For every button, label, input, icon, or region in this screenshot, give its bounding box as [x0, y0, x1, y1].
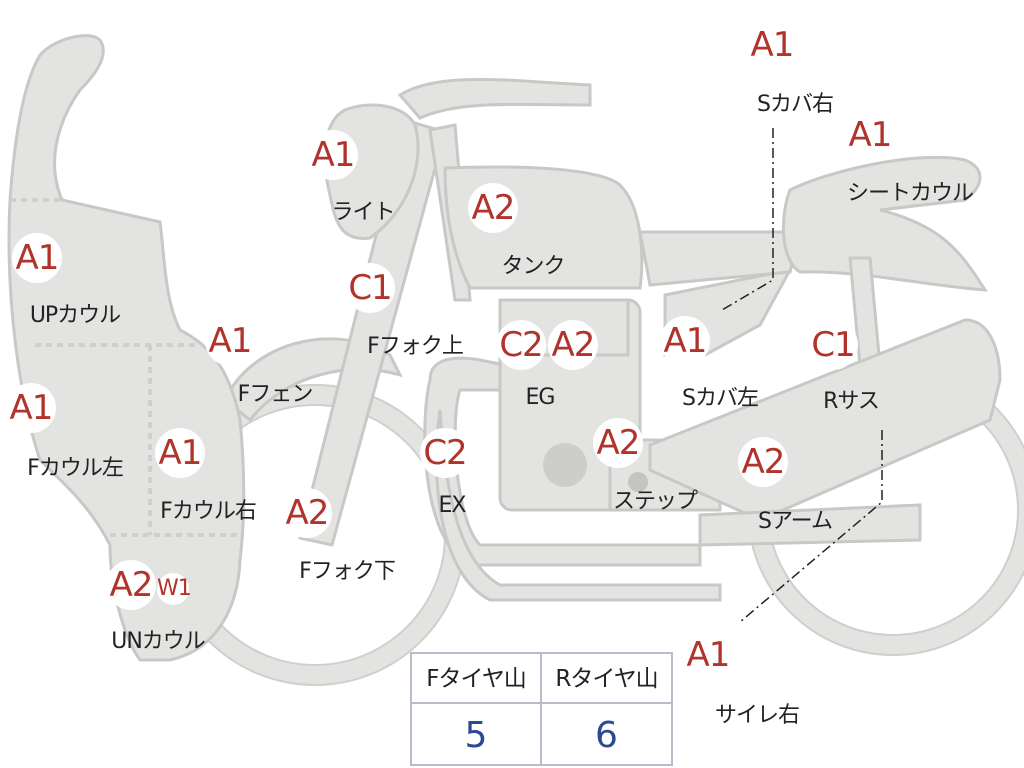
label-f-fork-upper: Fフォク上 [367, 334, 464, 359]
grade-badge-engine-1: C2 [496, 320, 546, 370]
grade-badge-f-cowl-right: A1 [155, 428, 205, 478]
grade-badge-f-fork-upper: C1 [345, 263, 395, 313]
grade-badge-f-cowl-left: A1 [6, 383, 56, 433]
label-seat-cowl: シートカウル [846, 181, 974, 206]
grade-badge-seat-cowl: A1 [845, 110, 895, 160]
value-rear-tire-tread: 6 [595, 715, 618, 756]
grade-badge-step: A2 [593, 418, 643, 468]
tire-tread-table: Fタイヤ山 Rタイヤ山 5 6 [410, 652, 673, 766]
grade-badge-s-cover-right: A1 [747, 20, 797, 70]
grade-badge-s-cover-left: A1 [660, 316, 710, 366]
label-s-arm: Sアーム [758, 509, 833, 534]
grade-badge-up-cowl: A1 [12, 233, 62, 283]
seat-cowl-shape [781, 155, 988, 292]
label-tank: タンク [501, 254, 565, 279]
swing-arm-shape [648, 318, 1002, 522]
header-front-tire-tread: Fタイヤ山 [412, 654, 542, 704]
label-exhaust: EX [438, 493, 467, 518]
seat-rail-shape [638, 230, 802, 287]
label-f-fork-lower: Fフォク下 [299, 559, 396, 584]
grade-badge-f-fender: A1 [205, 316, 255, 366]
label-silencer-right: サイレ右 [714, 703, 800, 728]
grade-badge-r-suspension: C1 [808, 320, 858, 370]
swing-arm-lower-shape [698, 503, 922, 547]
grade-badge-silencer-right: A1 [683, 630, 733, 680]
label-s-cover-right: Sカバ右 [757, 92, 834, 117]
label-s-cover-left: Sカバ左 [682, 386, 759, 411]
label-engine: EG [525, 385, 556, 410]
fairing-shape [7, 34, 246, 662]
front-fork-shape [298, 118, 447, 547]
label-step: ステップ [612, 489, 698, 514]
grade-badge-light: A1 [308, 130, 358, 180]
frame-upper-shape [397, 77, 592, 120]
grade-badge-tank: A2 [468, 183, 518, 233]
engine-cover-shape [543, 443, 587, 487]
grade-badge-engine-2: A2 [548, 320, 598, 370]
leader-silencer-right [739, 430, 883, 623]
label-f-cowl-right: Fカウル右 [160, 499, 257, 524]
label-light: ライト [331, 200, 395, 225]
grade-badge-f-fork-lower: A2 [282, 488, 332, 538]
exhaust-lower-shape [435, 409, 722, 602]
grade-badge-exhaust: C2 [420, 428, 470, 478]
label-up-cowl: UPカウル [29, 303, 121, 328]
step-bolt-1 [628, 472, 648, 492]
label-r-suspension: Rサス [823, 389, 880, 414]
grade-badge-s-arm: A2 [738, 437, 788, 487]
label-f-cowl-left: Fカウル左 [27, 456, 124, 481]
grade-badge-un-cowl: A2 [106, 560, 156, 610]
label-f-fender: Fフェン [237, 382, 314, 407]
value-front-tire-tread: 5 [412, 704, 542, 764]
grade-badge-un-cowl-extra: W1 [157, 573, 192, 605]
header-rear-tire-tread: Rタイヤ山 [542, 654, 671, 704]
label-un-cowl: UNカウル [111, 629, 206, 654]
